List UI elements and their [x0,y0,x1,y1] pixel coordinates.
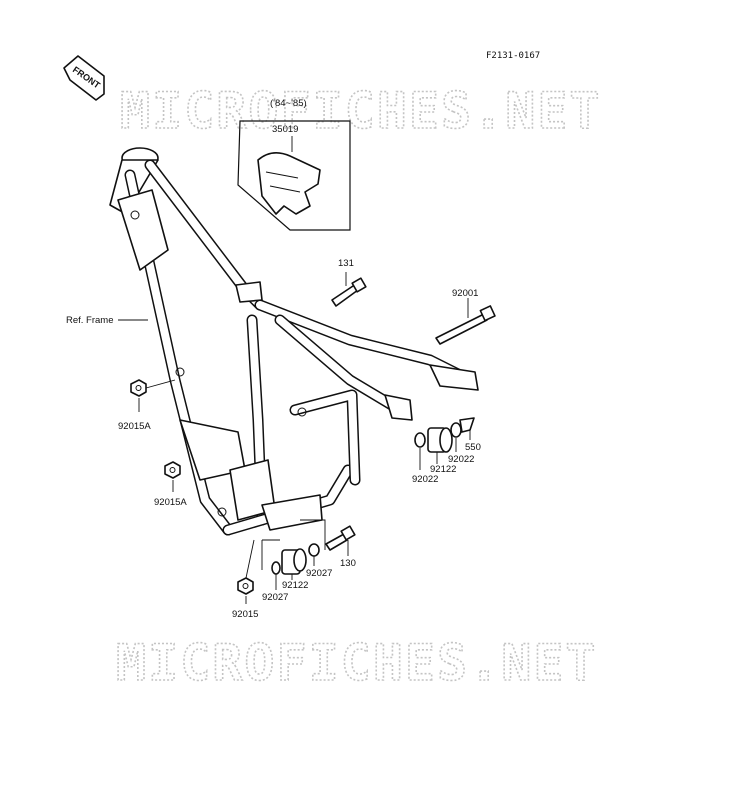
part-131: 131 [338,258,354,269]
part-92022-a: 92022 [412,474,438,485]
part-92015: 92015 [232,609,258,620]
ref-frame-label: Ref. Frame [66,315,114,326]
part-92001: 92001 [452,288,478,299]
nut-92015A-bottom [164,461,181,492]
part-35019: 35019 [272,124,298,135]
nut-92015 [237,539,255,604]
figure-code: F2131-0167 [486,51,540,61]
part-92015A-top: 92015A [118,421,151,432]
assembly-leaders [261,519,326,570]
part-550: 550 [465,442,481,453]
part-92015A-bottom: 92015A [154,497,187,508]
part-92027-b: 92027 [262,592,288,603]
part-130: 130 [340,558,356,569]
inset-cover-box [237,120,351,231]
nut-92015A-top [130,379,176,412]
engine-mount-right [414,417,475,470]
watermark-bottom: MICROFICHES.NET [116,634,598,692]
engine-mount-lower [271,543,320,590]
front-arrow-icon: FRONT [63,55,105,101]
frame-drawing [109,147,479,536]
watermark-top: MICROFICHES.NET [120,82,602,140]
bolt-131 [331,272,367,307]
part-92122-a: 92122 [430,464,456,475]
part-92122-b: 92122 [282,580,308,591]
part-92022-b: 92022 [448,454,474,465]
bolt-92001 [435,298,496,345]
bolt-130 [325,525,356,556]
part-92027-a: 92027 [306,568,332,579]
inset-years-label: ('84~'85) [270,98,307,109]
